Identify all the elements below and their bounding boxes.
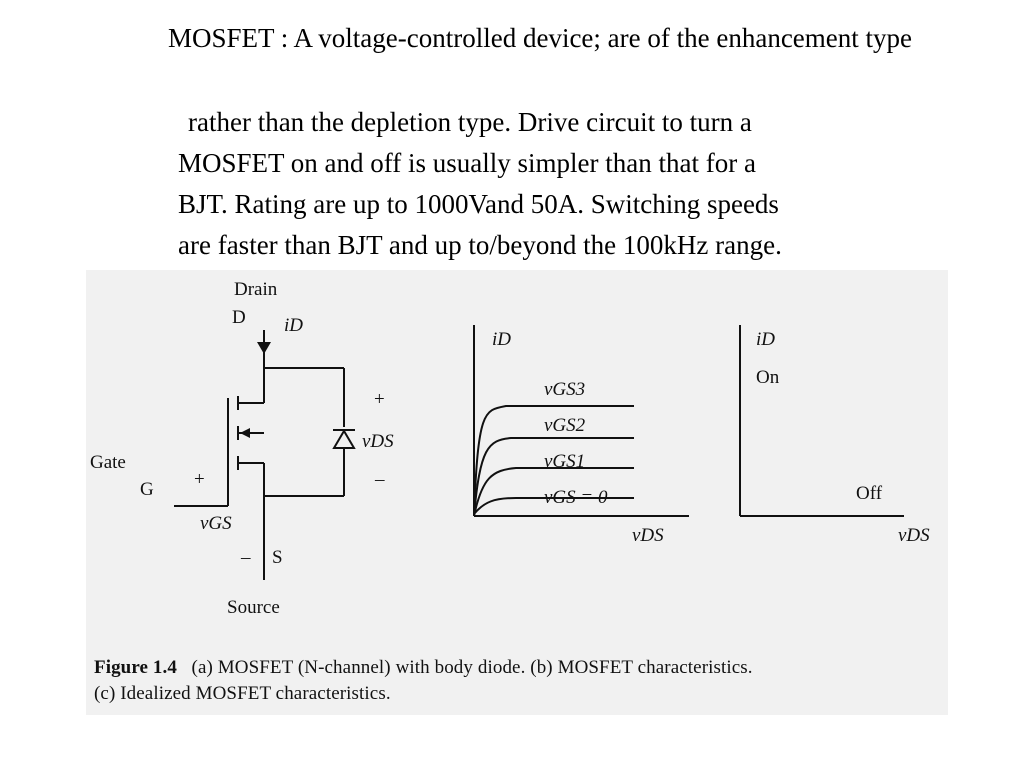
source-letter: S [272, 547, 283, 568]
figure-caption: Figure 1.4 (a) MOSFET (N-channel) with b… [94, 658, 753, 677]
figure-drawing [174, 325, 904, 580]
curve-vgs0 [473, 497, 634, 515]
drain-letter: D [232, 307, 246, 328]
body-diode [332, 429, 356, 449]
gate-letter: G [140, 479, 154, 500]
paragraph-line-3: BJT. Rating are up to 1000Vand 50A. Swit… [178, 189, 779, 219]
ideal-x-label: vDS [898, 525, 930, 546]
caption-line-2: (c) Idealized MOSFET characteristics. [94, 683, 391, 704]
char-x-label: vDS [632, 525, 664, 546]
caption-line-1: (a) MOSFET (N-channel) with body diode. … [191, 657, 753, 678]
curve-label-vgs1: vGS1 [544, 451, 586, 472]
ideal-off-label: Off [856, 483, 883, 504]
curve-vgs3 [473, 405, 634, 517]
paragraph-line-1: rather than the depletion type. Drive ci… [188, 107, 752, 137]
drain-current-arrow [257, 342, 271, 354]
drain-current-label: iD [284, 315, 303, 336]
diode-plus-sign: + [374, 389, 385, 410]
gate-plus-sign: + [194, 469, 205, 490]
curve-label-vgs2: vGS2 [544, 415, 586, 436]
diode-vds-label: vDS [362, 431, 394, 452]
paragraph-line-4: are faster than BJT and up to/beyond the… [178, 230, 782, 260]
char-y-label: iD [492, 329, 511, 350]
gate-minus-sign: – [241, 547, 251, 568]
curve-label-vgs0: vGS = 0 [544, 487, 608, 508]
ideal-y-label: iD [756, 329, 775, 350]
gate-label: Gate [90, 452, 126, 473]
diode-minus-sign: – [375, 469, 385, 490]
vgs-label: vGS [200, 513, 232, 534]
paragraph-line-2: MOSFET on and off is usually simpler tha… [178, 148, 756, 178]
figure-scan: Drain D iD Gate G + vGS – S Source + vDS… [86, 270, 948, 715]
figure-number: Figure 1.4 [94, 657, 177, 678]
source-label: Source [227, 597, 280, 618]
slide-paragraph: rather than the depletion type. Drive ci… [178, 102, 978, 266]
curve-vgs2 [473, 437, 634, 517]
curve-vgs1 [473, 467, 634, 517]
drain-label: Drain [234, 279, 278, 300]
slide-title: MOSFET : A voltage-controlled device; ar… [167, 23, 913, 53]
body-arrow [240, 428, 250, 438]
ideal-on-label: On [756, 367, 780, 388]
curve-label-vgs3: vGS3 [544, 379, 586, 400]
